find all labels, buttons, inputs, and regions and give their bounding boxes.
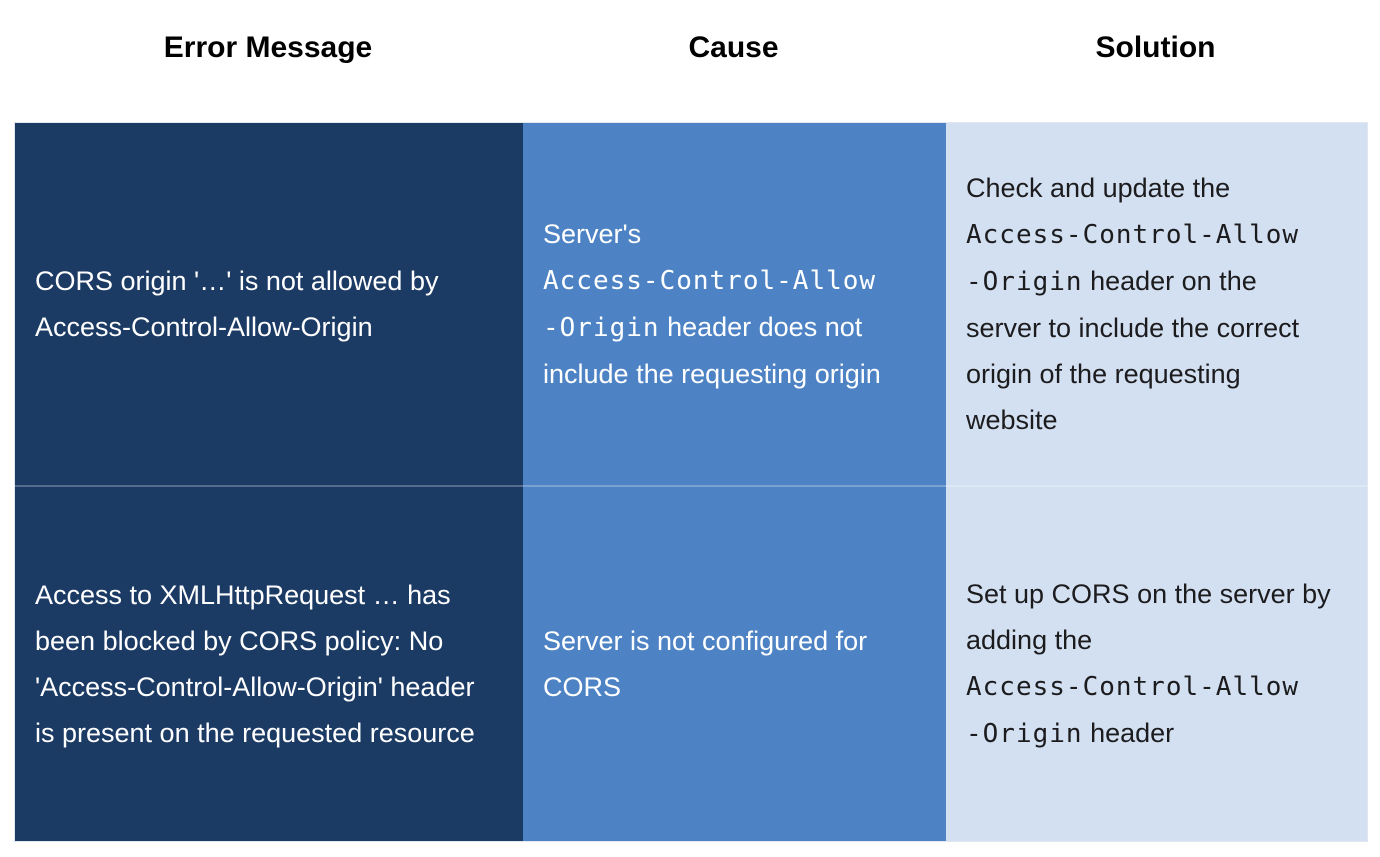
cell-error-message-row2: Access to XMLHttpRequest … has been bloc… bbox=[15, 485, 523, 841]
column-header-cause: Cause bbox=[688, 31, 779, 64]
cause-text: Server's bbox=[543, 219, 642, 249]
solution-text: header bbox=[1082, 718, 1175, 748]
error-message-text-row1: CORS origin '…' is not allowed by Access… bbox=[35, 258, 493, 350]
inline-code: Access-Control-Allow bbox=[966, 220, 1300, 250]
table-header-row: Error Message Cause Solution bbox=[14, 28, 1366, 68]
solution-text: header on the server to include the corr… bbox=[966, 266, 1300, 435]
cell-cause-row2: Server is not configured for CORS bbox=[523, 485, 946, 841]
error-text: Access to XMLHttpRequest … has been bloc… bbox=[35, 580, 451, 656]
inline-code: Access-Control-Allow bbox=[966, 672, 1300, 702]
header-name-token: Access-Control-Allow-Origin bbox=[35, 312, 373, 342]
cell-solution-row1: Check and update the Access-Control-Allo… bbox=[946, 123, 1367, 485]
column-header-error-message: Error Message bbox=[163, 31, 373, 64]
cell-error-message-row1: CORS origin '…' is not allowed by Access… bbox=[15, 123, 523, 485]
cause-text-row1: Server's Access-Control-Allow -Origin hea… bbox=[543, 211, 914, 397]
solution-text: Set up CORS on the server by adding the bbox=[966, 579, 1331, 655]
header-name-token: 'Access-Control-Allow-Origin' bbox=[35, 672, 383, 702]
cell-solution-row2: Set up CORS on the server by adding the … bbox=[946, 485, 1367, 841]
cause-text: Server is not configured for CORS bbox=[543, 626, 868, 702]
cause-text-row2: Server is not configured for CORS bbox=[543, 618, 914, 710]
cause-text: header does not include the requesting o… bbox=[543, 312, 881, 389]
error-text: CORS origin '…' is not allowed by bbox=[35, 266, 439, 296]
inline-code: -Origin bbox=[966, 267, 1083, 297]
inline-code: -Origin bbox=[543, 313, 660, 343]
error-text: header is present on the requested resou… bbox=[35, 672, 475, 748]
solution-text-row2: Set up CORS on the server by adding the … bbox=[966, 571, 1337, 757]
inline-code: Access-Control-Allow bbox=[543, 266, 877, 296]
cell-cause-row1: Server's Access-Control-Allow -Origin hea… bbox=[523, 123, 946, 485]
error-message-text-row2: Access to XMLHttpRequest … has been bloc… bbox=[35, 572, 493, 756]
inline-code: -Origin bbox=[966, 719, 1083, 749]
cors-error-table: CORS origin '…' is not allowed by Access… bbox=[14, 122, 1368, 842]
column-header-solution: Solution bbox=[1095, 31, 1216, 64]
solution-text: Check and update the bbox=[966, 173, 1231, 203]
solution-text-row1: Check and update the Access-Control-Allo… bbox=[966, 165, 1337, 443]
